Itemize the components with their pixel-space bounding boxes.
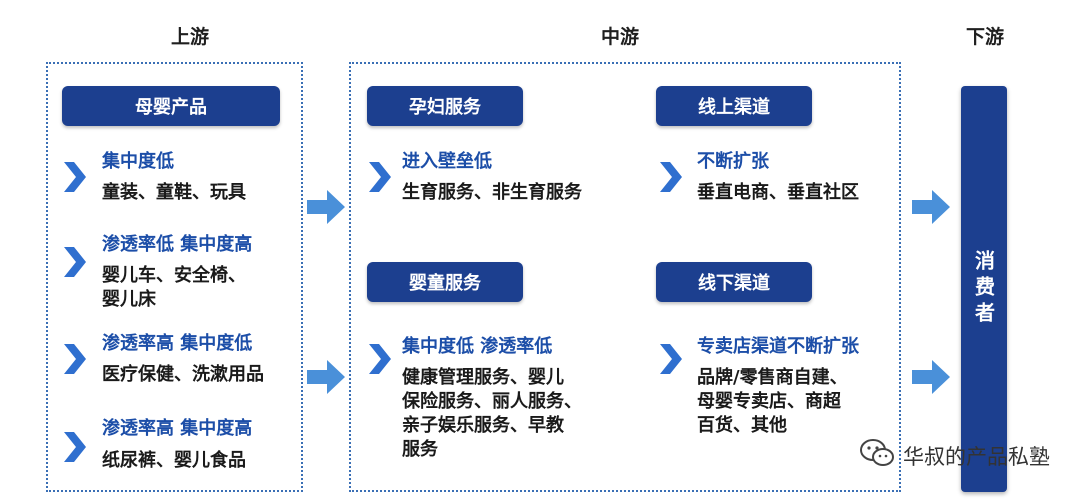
upstream-item-body: 婴儿车、安全椅、 婴儿床 bbox=[102, 265, 246, 310]
watermark: 华叔的产品私塾 bbox=[859, 438, 1050, 473]
upstream-title: 上游 bbox=[170, 26, 209, 48]
midstream-title: 中游 bbox=[600, 26, 639, 48]
midstream-panel bbox=[349, 62, 901, 492]
upstream-item-body: 纸尿裤、婴儿食品 bbox=[102, 450, 246, 471]
chevron-right-icon bbox=[62, 342, 88, 376]
arrow-right-icon bbox=[307, 360, 345, 394]
chevron-right-icon bbox=[62, 160, 88, 194]
offline-channel-head: 专卖店渠道不断扩张 bbox=[697, 336, 859, 357]
offline-channel-body: 品牌/零售商自建、 母婴专卖店、商超 百货、其他 bbox=[697, 367, 848, 436]
upstream-item-body: 童装、童鞋、玩具 bbox=[102, 182, 246, 203]
consumer-box: 消费者 bbox=[961, 86, 1007, 492]
upstream-item-body: 医疗保健、洗漱用品 bbox=[102, 364, 264, 385]
infant-service-head: 集中度低 渗透率低 bbox=[402, 336, 553, 357]
infant-service-header: 婴童服务 bbox=[367, 262, 523, 302]
chevron-right-icon bbox=[62, 245, 88, 279]
upstream-item-head: 渗透率高 集中度低 bbox=[102, 333, 253, 354]
upstream-item-head: 渗透率高 集中度高 bbox=[102, 418, 253, 439]
chevron-right-icon bbox=[367, 160, 393, 194]
upstream-header: 母婴产品 bbox=[62, 86, 280, 126]
upstream-item-head: 集中度低 bbox=[102, 151, 174, 172]
maternal-service-head: 进入壁垒低 bbox=[402, 151, 492, 172]
arrow-right-icon bbox=[912, 360, 950, 394]
chevron-right-icon bbox=[658, 342, 684, 376]
online-channel-header: 线上渠道 bbox=[656, 86, 812, 126]
upstream-item-head: 渗透率低 集中度高 bbox=[102, 234, 253, 255]
online-channel-body: 垂直电商、垂直社区 bbox=[697, 182, 859, 203]
chevron-right-icon bbox=[62, 430, 88, 464]
chevron-right-icon bbox=[658, 160, 684, 194]
downstream-title: 下游 bbox=[965, 26, 1004, 48]
maternal-service-header: 孕妇服务 bbox=[367, 86, 523, 126]
infant-service-body: 健康管理服务、婴儿 保险服务、丽人服务、 亲子娱乐服务、早教 服务 bbox=[402, 367, 582, 460]
wechat-icon bbox=[859, 438, 895, 473]
arrow-right-icon bbox=[307, 190, 345, 224]
watermark-text: 华叔的产品私塾 bbox=[903, 444, 1050, 469]
upstream-panel bbox=[46, 62, 303, 492]
offline-channel-header: 线下渠道 bbox=[656, 262, 812, 302]
online-channel-head: 不断扩张 bbox=[697, 151, 769, 172]
arrow-right-icon bbox=[912, 190, 950, 224]
maternal-service-body: 生育服务、非生育服务 bbox=[402, 182, 582, 203]
chevron-right-icon bbox=[367, 342, 393, 376]
consumer-label: 消费者 bbox=[971, 250, 996, 328]
